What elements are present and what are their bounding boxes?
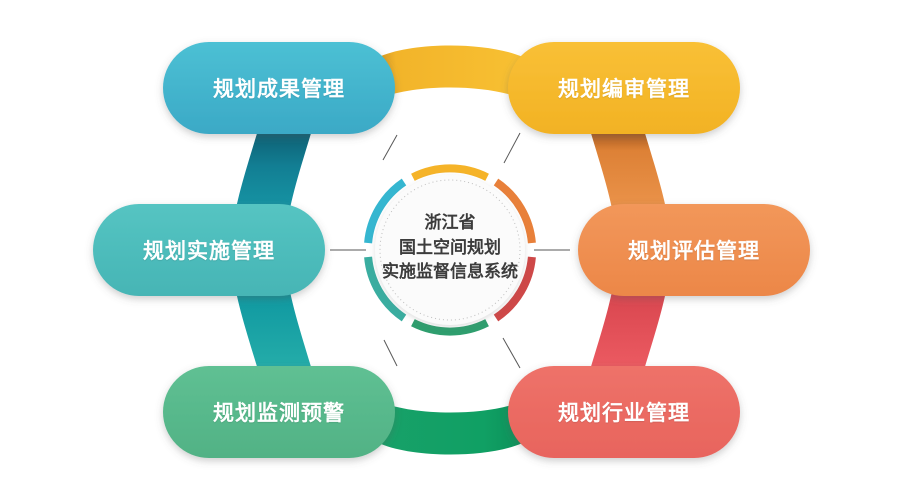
pill-planning-monitoring[interactable] xyxy=(163,366,395,458)
leader-lines xyxy=(330,132,570,369)
leader-line-top-left xyxy=(382,134,398,161)
connector-top xyxy=(370,45,532,104)
pill-planning-evaluation[interactable] xyxy=(578,204,810,296)
leader-line-bottom-left xyxy=(383,339,398,367)
center-disc xyxy=(375,175,525,325)
pill-planning-review[interactable] xyxy=(508,42,740,134)
pill-planning-implementation[interactable] xyxy=(93,204,325,296)
pill-planning-industry[interactable] xyxy=(508,366,740,458)
ring-segment-results xyxy=(364,178,407,244)
leader-line-bottom-right xyxy=(502,337,521,369)
connector-bottom xyxy=(370,396,532,455)
pill-planning-results[interactable] xyxy=(163,42,395,134)
center-dotted-ring xyxy=(379,179,521,321)
ring-segment-evaluation xyxy=(493,178,536,244)
center-ring xyxy=(364,164,536,336)
ring-segment-review xyxy=(411,164,489,181)
ring-segment-industry xyxy=(493,256,536,322)
node-pills xyxy=(93,42,810,458)
leader-line-top-right xyxy=(503,132,521,164)
ring-segment-implementation xyxy=(364,256,407,322)
ring-segment-monitoring xyxy=(411,319,489,336)
